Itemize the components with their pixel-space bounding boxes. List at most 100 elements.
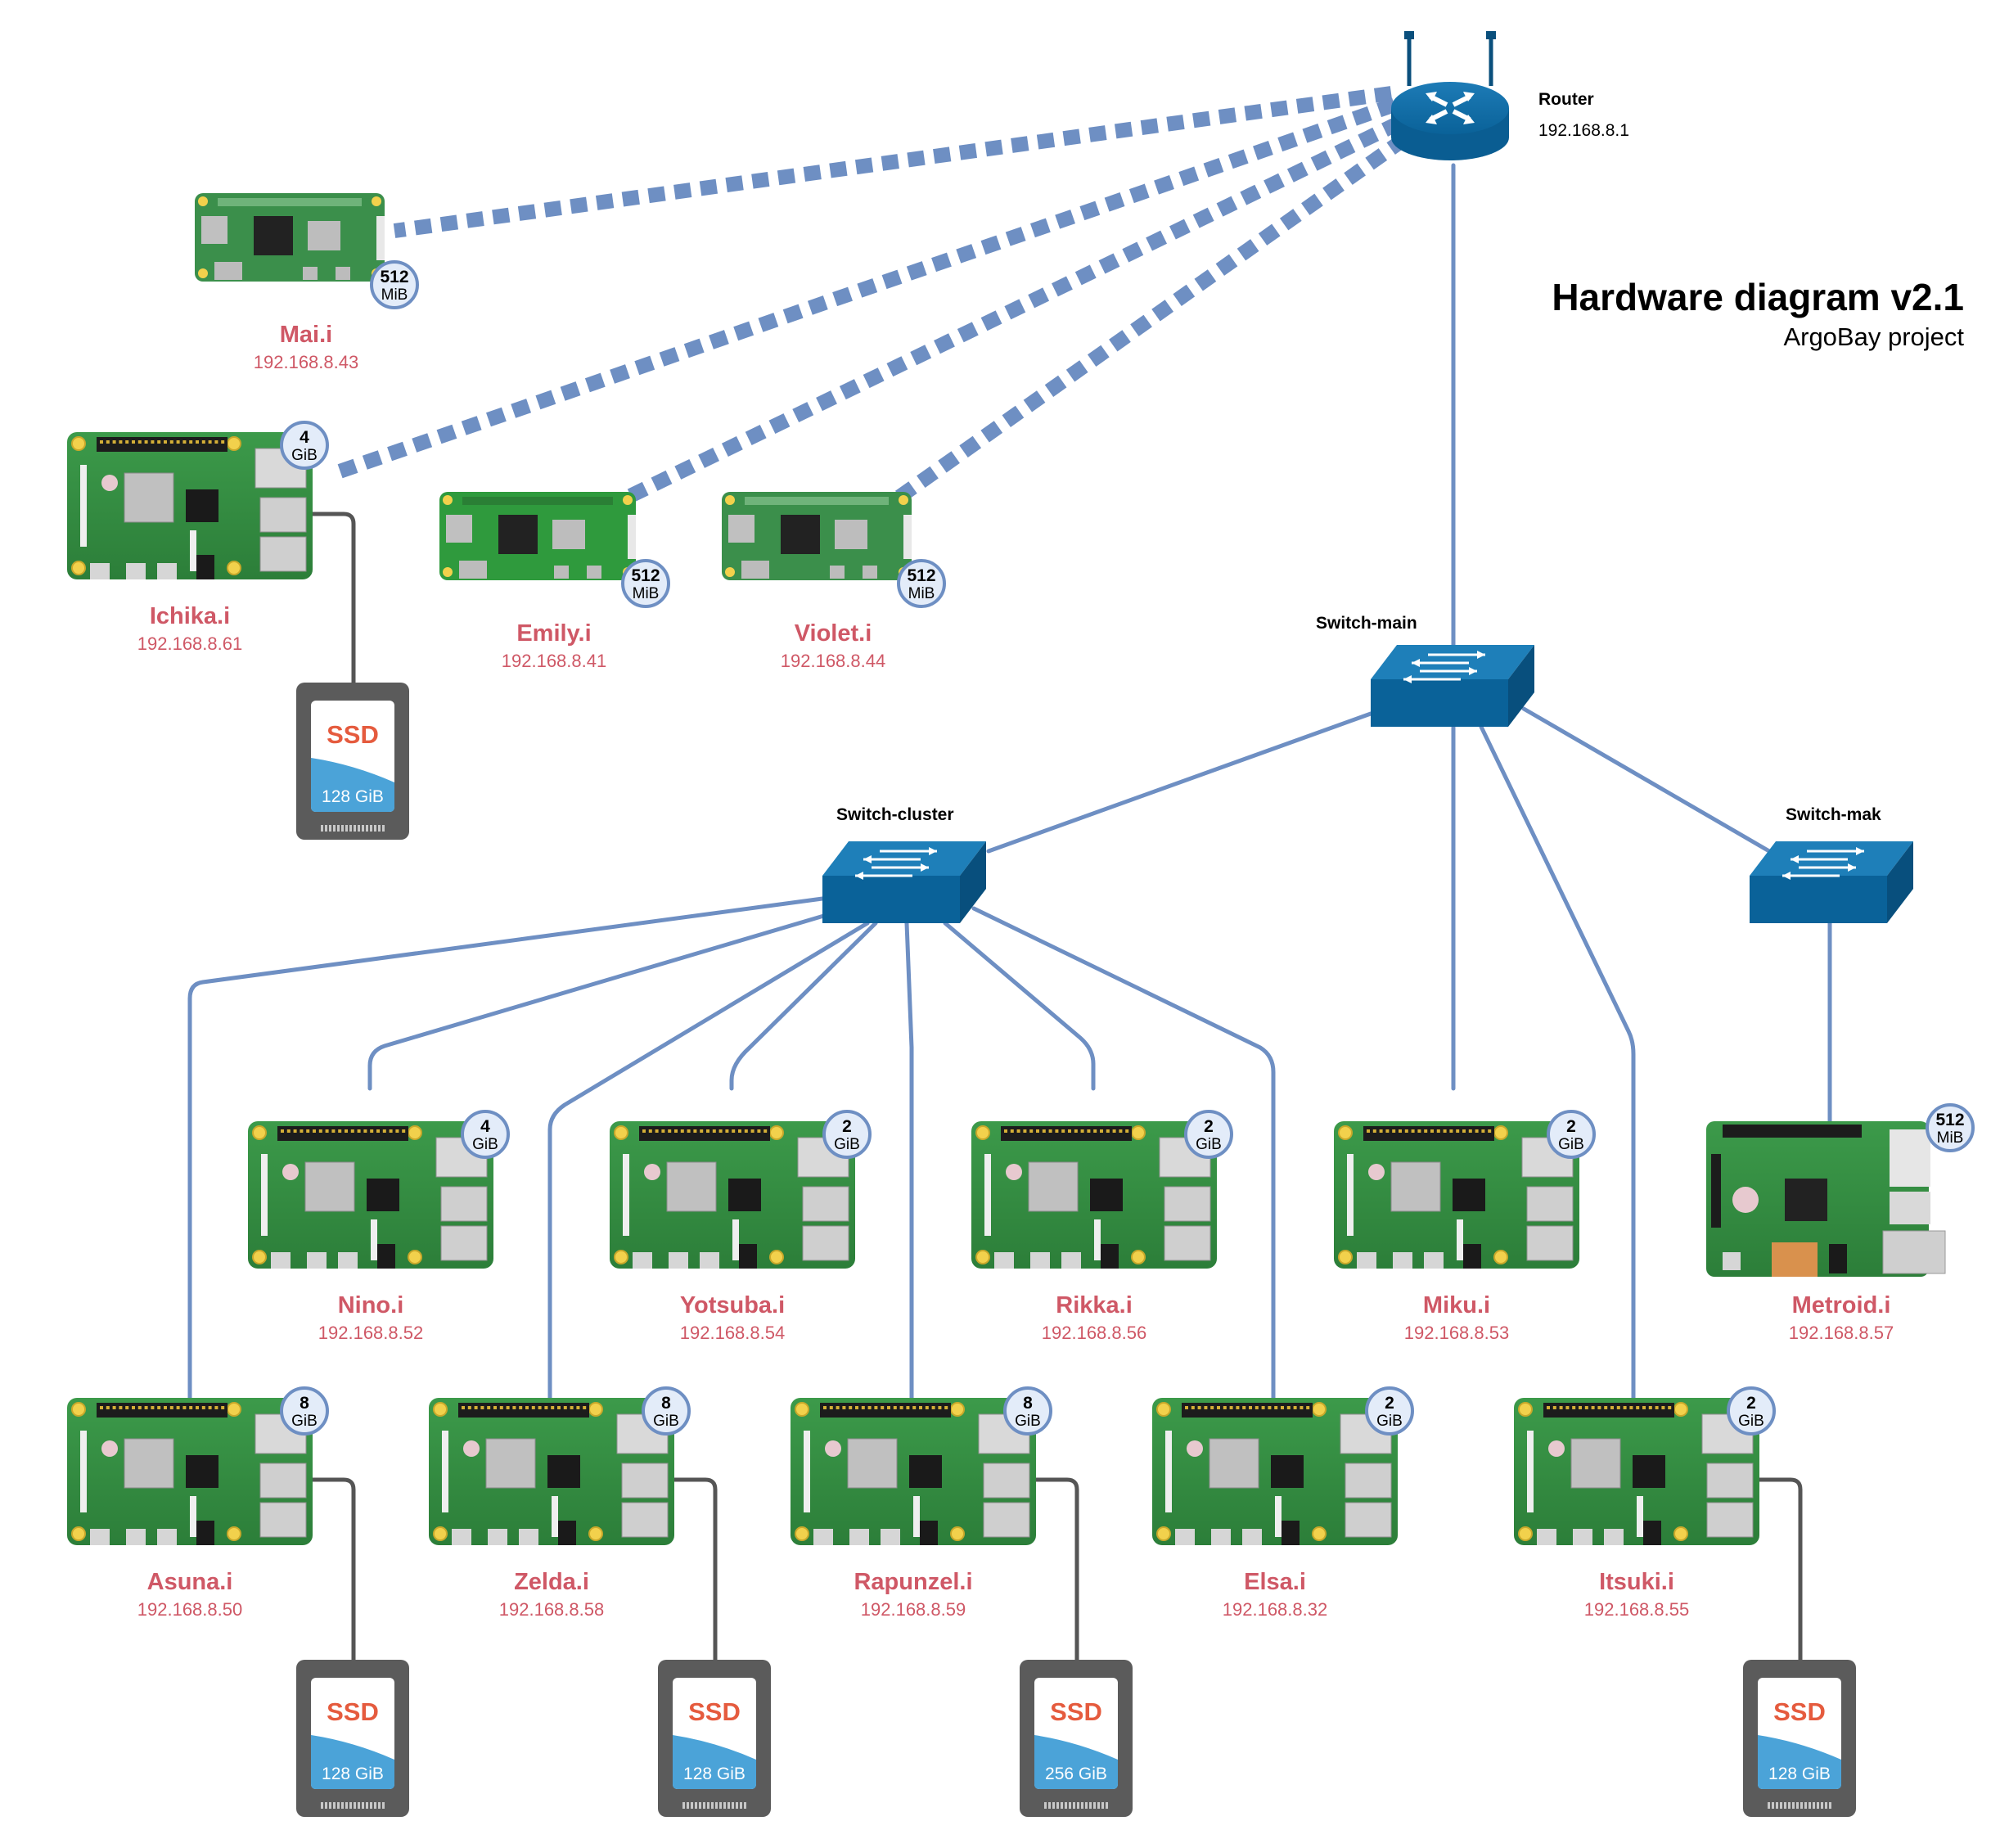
memory-unit: GiB bbox=[834, 1136, 860, 1153]
node-ip: 192.168.8.53 bbox=[1404, 1323, 1509, 1343]
node-ip: 192.168.8.50 bbox=[137, 1599, 242, 1620]
link-cluster-rapunzel bbox=[904, 921, 914, 1400]
link-main-cluster bbox=[986, 711, 1373, 854]
node-ip: 192.168.8.41 bbox=[502, 651, 606, 671]
ssd-cable bbox=[313, 512, 356, 683]
node-ip: 192.168.8.43 bbox=[254, 352, 358, 372]
router: Router 192.168.8.1 bbox=[1391, 31, 1629, 160]
memory-unit: GiB bbox=[1738, 1413, 1764, 1430]
node-ip: 192.168.8.44 bbox=[781, 651, 885, 671]
raspberry-pi-icon bbox=[722, 492, 912, 580]
ssd-label: SSD bbox=[327, 1697, 379, 1726]
ssd: SSD 128 GiB bbox=[296, 1660, 409, 1817]
memory-size: 2 bbox=[1385, 1394, 1394, 1413]
link-cluster-nino bbox=[367, 913, 829, 1091]
raspberry-pi-icon bbox=[1334, 1121, 1579, 1269]
memory-unit: MiB bbox=[908, 585, 935, 602]
memory-unit: GiB bbox=[1015, 1413, 1041, 1430]
wifi-link bbox=[624, 115, 1403, 505]
raspberry-pi-icon bbox=[439, 492, 636, 580]
switch-icon bbox=[1371, 645, 1534, 727]
ssd-cable bbox=[1759, 1477, 1803, 1660]
memory-unit: GiB bbox=[472, 1136, 498, 1153]
wifi-link bbox=[894, 133, 1409, 504]
node-name: Yotsuba.i bbox=[680, 1292, 785, 1318]
router-name: Router bbox=[1538, 90, 1594, 109]
ssd-cable bbox=[313, 1477, 356, 1660]
node-ip: 192.168.8.58 bbox=[499, 1599, 604, 1620]
memory-size: 512 bbox=[1935, 1111, 1964, 1129]
link-cluster-zelda bbox=[547, 921, 870, 1400]
ssd-capacity: 128 GiB bbox=[322, 1765, 384, 1783]
switch-cluster: Switch-cluster bbox=[822, 805, 986, 923]
nodes: 512MiBMai.i192.168.8.434GiBIchika.i192.1… bbox=[67, 193, 1975, 1817]
memory-size: 8 bbox=[300, 1394, 309, 1413]
node-name: Elsa.i bbox=[1244, 1569, 1306, 1595]
memory-unit: GiB bbox=[291, 1413, 318, 1430]
ssd-capacity: 128 GiB bbox=[1768, 1765, 1831, 1783]
ssd: SSD 256 GiB bbox=[1020, 1660, 1133, 1817]
node-ip: 192.168.8.56 bbox=[1042, 1323, 1146, 1343]
diagram-title: Hardware diagram v2.1 bbox=[1552, 276, 1964, 318]
ssd-capacity: 256 GiB bbox=[1045, 1765, 1107, 1783]
switch-name: Switch-main bbox=[1316, 614, 1417, 633]
link-cluster-elsa bbox=[971, 906, 1276, 1400]
memory-size: 4 bbox=[300, 428, 309, 447]
memory-size: 512 bbox=[907, 566, 935, 585]
switch-name: Switch-cluster bbox=[836, 805, 954, 824]
link-main-mak bbox=[1521, 706, 1772, 854]
node-name: Zelda.i bbox=[514, 1569, 589, 1595]
link-cluster-rikka bbox=[943, 921, 1096, 1091]
memory-unit: GiB bbox=[653, 1413, 679, 1430]
node-name: Itsuki.i bbox=[1599, 1569, 1674, 1595]
link-cluster-yotsuba bbox=[729, 921, 878, 1091]
ssd-label: SSD bbox=[688, 1697, 741, 1726]
node-name: Rapunzel.i bbox=[854, 1569, 972, 1595]
node-name: Miku.i bbox=[1423, 1292, 1490, 1318]
memory-unit: GiB bbox=[1376, 1413, 1403, 1430]
memory-size: 512 bbox=[631, 566, 660, 585]
node-name: Violet.i bbox=[795, 620, 872, 647]
ssd-label: SSD bbox=[1050, 1697, 1102, 1726]
node-ip: 192.168.8.52 bbox=[318, 1323, 423, 1343]
raspberry-pi-icon bbox=[429, 1398, 674, 1545]
memory-unit: GiB bbox=[1196, 1136, 1222, 1153]
raspberry-pi-icon bbox=[1514, 1398, 1759, 1545]
memory-unit: GiB bbox=[291, 447, 318, 464]
raspberry-pi-icon bbox=[195, 193, 385, 282]
raspberry-pi-icon bbox=[248, 1121, 493, 1269]
node-name: Mai.i bbox=[280, 322, 332, 348]
link-main-itsuki bbox=[1479, 724, 1636, 1400]
raspberry-pi-icon bbox=[1706, 1121, 1946, 1277]
memory-size: 4 bbox=[480, 1117, 490, 1136]
memory-size: 2 bbox=[1566, 1117, 1576, 1136]
switch-icon bbox=[822, 841, 986, 923]
diagram-subtitle: ArgoBay project bbox=[1783, 322, 1964, 351]
raspberry-pi-icon bbox=[67, 432, 313, 579]
node-ip: 192.168.8.61 bbox=[137, 633, 242, 654]
ssd-capacity: 128 GiB bbox=[322, 787, 384, 806]
node-name: Ichika.i bbox=[150, 603, 230, 629]
memory-unit: MiB bbox=[381, 286, 408, 304]
raspberry-pi-icon bbox=[67, 1398, 313, 1545]
raspberry-pi-icon bbox=[971, 1121, 1217, 1269]
